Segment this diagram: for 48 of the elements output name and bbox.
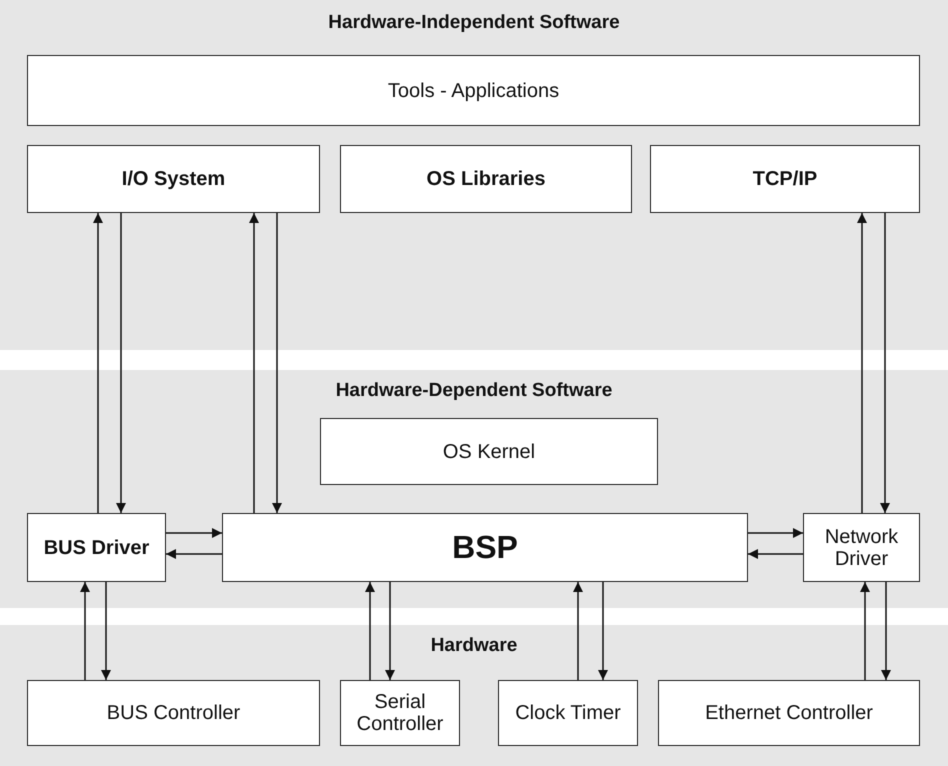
arrow bbox=[573, 582, 583, 680]
component-box bbox=[498, 680, 638, 746]
layer-band bbox=[0, 0, 948, 350]
box-label: Tools - Applications bbox=[386, 80, 560, 102]
arrow bbox=[748, 549, 803, 559]
arrow bbox=[249, 213, 259, 513]
component-box bbox=[650, 145, 920, 213]
box-label: BUS Controller bbox=[106, 702, 242, 724]
arrow bbox=[166, 549, 222, 559]
arrow bbox=[101, 582, 111, 680]
box-label: TCP/IP bbox=[752, 168, 818, 190]
arrow bbox=[272, 213, 282, 513]
box-label: BUS Driver bbox=[42, 536, 150, 558]
component-box bbox=[27, 145, 320, 213]
layer-band bbox=[0, 370, 948, 608]
arrow bbox=[857, 213, 867, 513]
layer-heading: Hardware bbox=[430, 635, 518, 657]
layer-band bbox=[0, 625, 948, 766]
arrow bbox=[880, 213, 890, 513]
component-box bbox=[222, 513, 748, 582]
component-box bbox=[340, 680, 460, 746]
arrow bbox=[385, 582, 395, 680]
arrow bbox=[93, 213, 103, 513]
layer-heading: Hardware-Dependent Software bbox=[334, 380, 614, 402]
arrow bbox=[881, 582, 891, 680]
box-label: I/O System bbox=[120, 168, 226, 190]
arrow bbox=[860, 582, 870, 680]
component-box bbox=[803, 513, 920, 582]
arrow bbox=[598, 582, 608, 680]
component-box bbox=[658, 680, 920, 746]
box-label: Ethernet Controller bbox=[704, 702, 874, 724]
component-box bbox=[340, 145, 632, 213]
arrow bbox=[166, 528, 222, 538]
component-box bbox=[27, 680, 320, 746]
arrow bbox=[80, 582, 90, 680]
box-label: Network Driver bbox=[824, 526, 900, 570]
box-label: OS Kernel bbox=[442, 440, 536, 462]
component-box bbox=[320, 418, 658, 485]
box-label: BSP bbox=[451, 530, 519, 566]
arrow bbox=[748, 528, 803, 538]
component-box bbox=[27, 55, 920, 126]
component-box bbox=[27, 513, 166, 582]
box-label: Clock Timer bbox=[514, 702, 622, 724]
box-label: OS Libraries bbox=[426, 168, 546, 190]
layer-heading: Hardware-Independent Software bbox=[327, 12, 621, 34]
arrow bbox=[116, 213, 126, 513]
box-label: Serial Controller bbox=[356, 691, 444, 735]
arrow bbox=[365, 582, 375, 680]
